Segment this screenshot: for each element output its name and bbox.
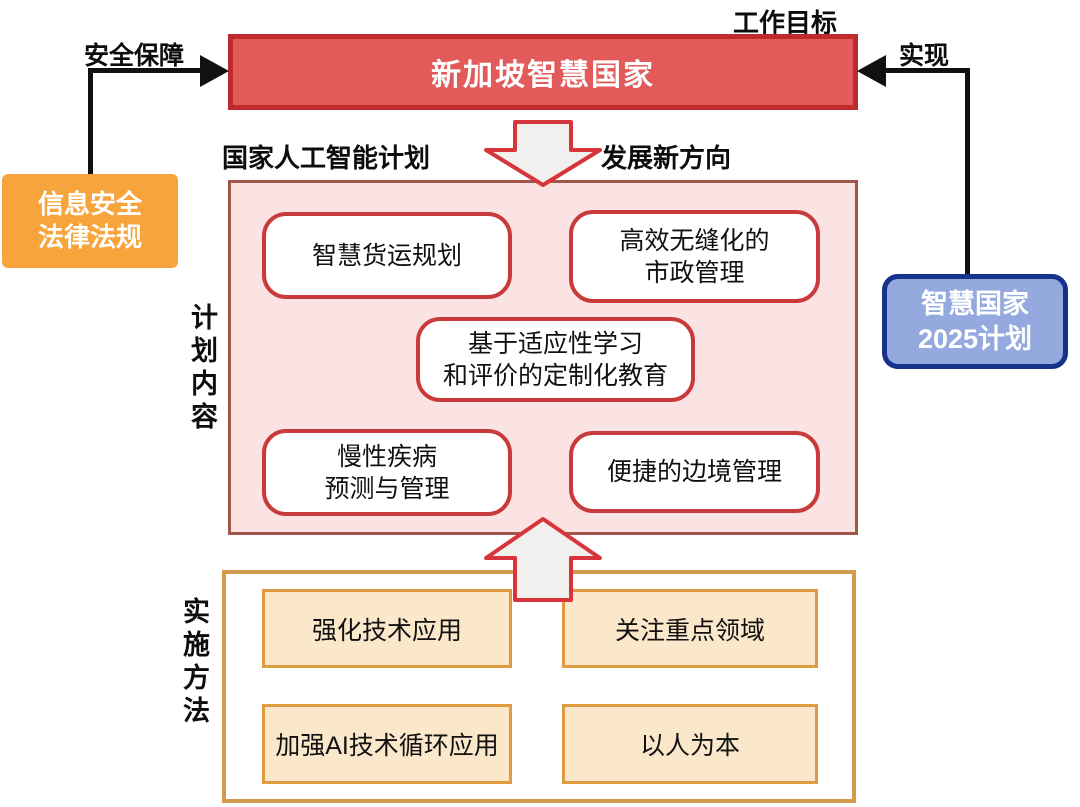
smart-nation-2025-node: 智慧国家 2025计划 [882,274,1068,369]
work-goal-label: 工作目标 [733,8,838,38]
realize-connector-horizontal [884,68,970,73]
plan-item-label: 高效无缝化的 市政管理 [619,226,770,287]
impl-item-ai-cycle: 加强AI技术循环应用 [262,704,512,784]
plan-item-label: 基于适应性学习 和评价的定制化教育 [442,329,668,390]
arrow-down-icon [484,120,602,187]
smart-nation-2025-node-label: 智慧国家 2025计划 [917,288,1033,354]
national-ai-plan-label: 国家人工智能计划 [222,143,431,173]
plan-item-label: 智慧货运规划 [311,241,462,270]
plan-item-border: 便捷的边境管理 [569,431,820,513]
info-security-node-label: 信息安全 法律法规 [37,188,142,252]
plan-item-municipal: 高效无缝化的 市政管理 [569,210,820,303]
plan-item-label: 慢性疾病 预测与管理 [324,442,450,503]
plan-item-disease: 慢性疾病 预测与管理 [262,429,512,516]
plan-item-freight: 智慧货运规划 [262,212,512,299]
info-security-node: 信息安全 法律法规 [2,174,178,268]
security-connector-vertical [88,68,93,176]
impl-item-key-areas: 关注重点领域 [562,589,818,668]
realize-connector-vertical [965,68,970,276]
smart-nation-node-label: 新加坡智慧国家 [431,59,655,92]
impl-item-people-first: 以人为本 [562,704,818,784]
plan-content-side-label: 计划内容 [187,303,217,435]
impl-item-technology: 强化技术应用 [262,589,512,668]
implementation-side-label: 实施方法 [179,597,209,729]
smart-nation-node: 新加坡智慧国家 [228,34,858,110]
impl-item-label: 关注重点领域 [614,616,765,645]
new-direction-label: 发展新方向 [601,143,732,173]
arrow-right-icon [200,55,229,87]
arrow-up-icon [484,517,602,602]
realize-arrow-label: 实现 [899,42,950,70]
impl-item-label: 加强AI技术循环应用 [275,732,499,760]
impl-item-label: 强化技术应用 [311,616,462,645]
impl-item-label: 以人为本 [639,732,740,760]
security-arrow-label: 安全保障 [84,42,185,70]
plan-item-label: 便捷的边境管理 [606,458,782,486]
arrow-left-icon [857,55,886,87]
security-connector-horizontal [88,68,202,73]
plan-item-education: 基于适应性学习 和评价的定制化教育 [416,317,695,402]
